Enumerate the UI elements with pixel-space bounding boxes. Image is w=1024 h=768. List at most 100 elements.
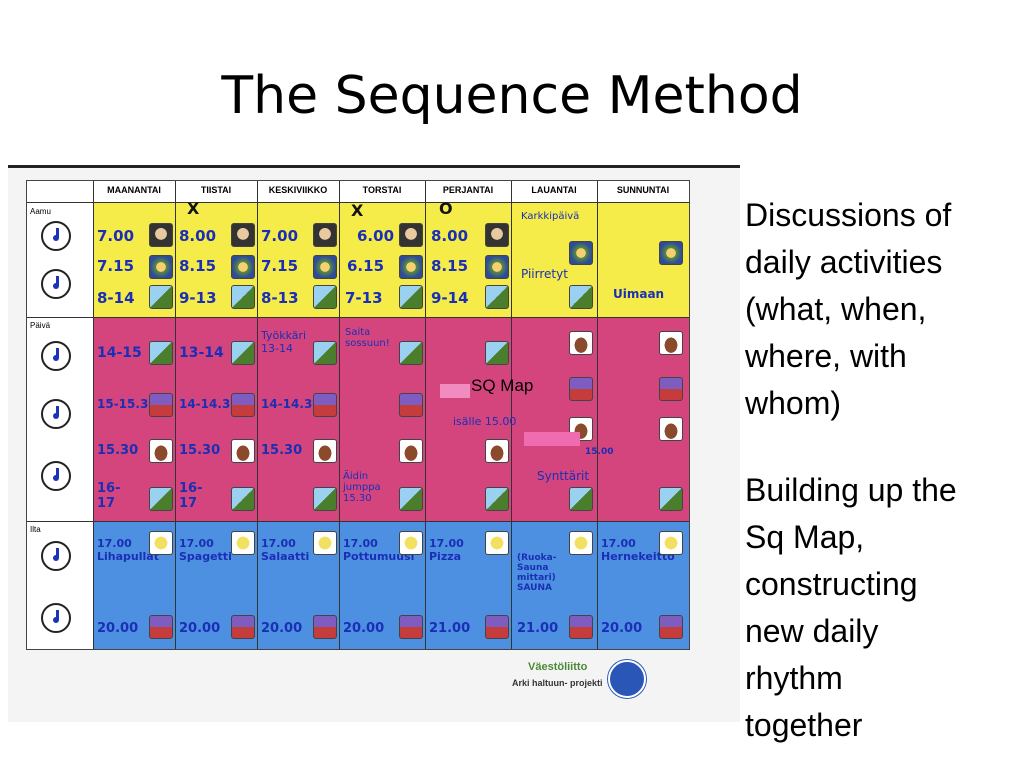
- day-header: KESKIVIIKKO: [268, 185, 328, 195]
- day-header: TIISTAI: [200, 185, 232, 195]
- day-header: MAANANTAI: [107, 185, 161, 195]
- homework-icon: [569, 377, 593, 401]
- day-mark: X: [187, 199, 200, 218]
- period-label: Päivä: [30, 321, 51, 330]
- schedule-cell: 8-13: [261, 289, 299, 307]
- snack-icon: [485, 439, 509, 463]
- schedule-cell: Saita sossuun!: [345, 327, 390, 349]
- play-icon: [149, 341, 173, 365]
- schedule-cell: Työkkäri 13-14: [261, 329, 307, 355]
- highlight-marker: [440, 384, 470, 398]
- hobby-icon: [313, 487, 337, 511]
- school-icon: [485, 285, 509, 309]
- side-line: Sq Map,: [745, 519, 865, 555]
- hobby-icon: [485, 487, 509, 511]
- homework-icon: [231, 393, 255, 417]
- highlight-marker: [524, 432, 580, 446]
- schedule-cell: Synttärit: [537, 469, 590, 483]
- schedule-photo: MAANANTAI TIISTAI KESKIVIIKKO TORSTAI PE…: [8, 165, 740, 722]
- clock-icon: [41, 269, 71, 299]
- bedtime-icon: [659, 615, 683, 639]
- schedule-cell: 17.00 Lihapullat: [97, 537, 159, 563]
- day-header: LAUANTAI: [531, 185, 577, 195]
- homework-icon: [399, 393, 423, 417]
- schedule-cell: 14-14.30: [261, 397, 321, 411]
- side-line: new daily: [745, 613, 879, 649]
- dinner-icon: [659, 531, 683, 555]
- grid-line: [597, 181, 598, 649]
- schedule-cell: 16-17: [97, 481, 121, 511]
- homework-icon: [659, 377, 683, 401]
- side-line: constructing: [745, 566, 918, 602]
- breakfast-icon: [659, 241, 683, 265]
- schedule-cell: 20.00: [179, 621, 221, 636]
- schedule-cell: 7-13: [345, 289, 383, 307]
- schedule-cell: 8.15: [179, 257, 217, 275]
- day-header: TORSTAI: [362, 185, 402, 195]
- schedule-cell: 17.00 Spagetti: [179, 537, 232, 563]
- school-icon: [569, 285, 593, 309]
- schedule-cell: 14-15: [97, 345, 142, 361]
- schedule-cell: 15.30: [261, 443, 303, 458]
- schedule-cell: Äidin jumppa 15.30: [343, 471, 381, 504]
- day-header: PERJANTAI: [442, 185, 494, 195]
- breakfast-icon: [313, 255, 337, 279]
- side-text-1: Discussions of daily activities (what, w…: [745, 192, 951, 427]
- schedule-cell: isälle 15.00: [453, 415, 517, 428]
- schedule-cell: 16-17: [179, 481, 203, 511]
- schedule-cell: 21.00: [429, 621, 471, 636]
- side-line: where, with: [745, 338, 907, 374]
- schedule-cell: Uimaan: [613, 287, 665, 301]
- schedule-cell: 15.30: [97, 443, 139, 458]
- side-line: rhythm: [745, 660, 843, 696]
- day-header: SUNNUNTAI: [616, 185, 670, 195]
- meal-icon: [659, 331, 683, 355]
- schedule-cell: (Ruoka-Sauna mittari) SAUNA: [517, 553, 557, 593]
- schedule-cell: Piirretyt: [521, 267, 568, 281]
- side-line: daily activities: [745, 244, 943, 280]
- period-label: Aamu: [30, 207, 51, 216]
- side-text-2: Building up the Sq Map, constructing new…: [745, 467, 957, 749]
- face-icon: [399, 223, 423, 247]
- clock-icon: [41, 341, 71, 371]
- grid-line: [339, 181, 340, 649]
- schedule-cell: 9-13: [179, 289, 217, 307]
- side-line: Building up the: [745, 472, 957, 508]
- schedule-cell: 8.15: [431, 257, 469, 275]
- breakfast-icon: [485, 255, 509, 279]
- homework-icon: [313, 393, 337, 417]
- sq-map-label: SQ Map: [471, 376, 534, 395]
- schedule-cell: Karkkipäivä: [521, 211, 580, 222]
- clock-icon: [41, 603, 71, 633]
- side-line: Discussions of: [745, 197, 952, 233]
- logo-subtitle: Arki haltuun- projekti: [512, 678, 603, 688]
- grid-line: [27, 317, 689, 318]
- day-mark: O: [439, 199, 453, 218]
- snack-icon: [399, 439, 423, 463]
- schedule-cell: 20.00: [261, 621, 303, 636]
- schedule-cell: 6.15: [347, 257, 385, 275]
- grid-line: [27, 202, 689, 203]
- grid-line: [425, 181, 426, 649]
- logo-seal-icon: [608, 660, 646, 698]
- breakfast-icon: [231, 255, 255, 279]
- bedtime-icon: [231, 615, 255, 639]
- hobby-icon: [569, 487, 593, 511]
- schedule-cell: 14-14.30: [179, 397, 239, 411]
- play-icon: [485, 341, 509, 365]
- side-line: whom): [745, 385, 842, 421]
- period-label: Ilta: [30, 525, 41, 534]
- snack-icon: [313, 439, 337, 463]
- breakfast-icon: [149, 255, 173, 279]
- face-icon: [231, 223, 255, 247]
- meal-icon: [569, 331, 593, 355]
- side-line: together: [745, 707, 863, 743]
- logo-name: Väestöliitto: [528, 661, 588, 673]
- schedule-cell: 7.00: [261, 227, 299, 245]
- dinner-icon: [399, 531, 423, 555]
- dinner-icon: [569, 531, 593, 555]
- clock-icon: [41, 221, 71, 251]
- grid-line: [257, 181, 258, 649]
- face-icon: [149, 223, 173, 247]
- school-icon: [399, 285, 423, 309]
